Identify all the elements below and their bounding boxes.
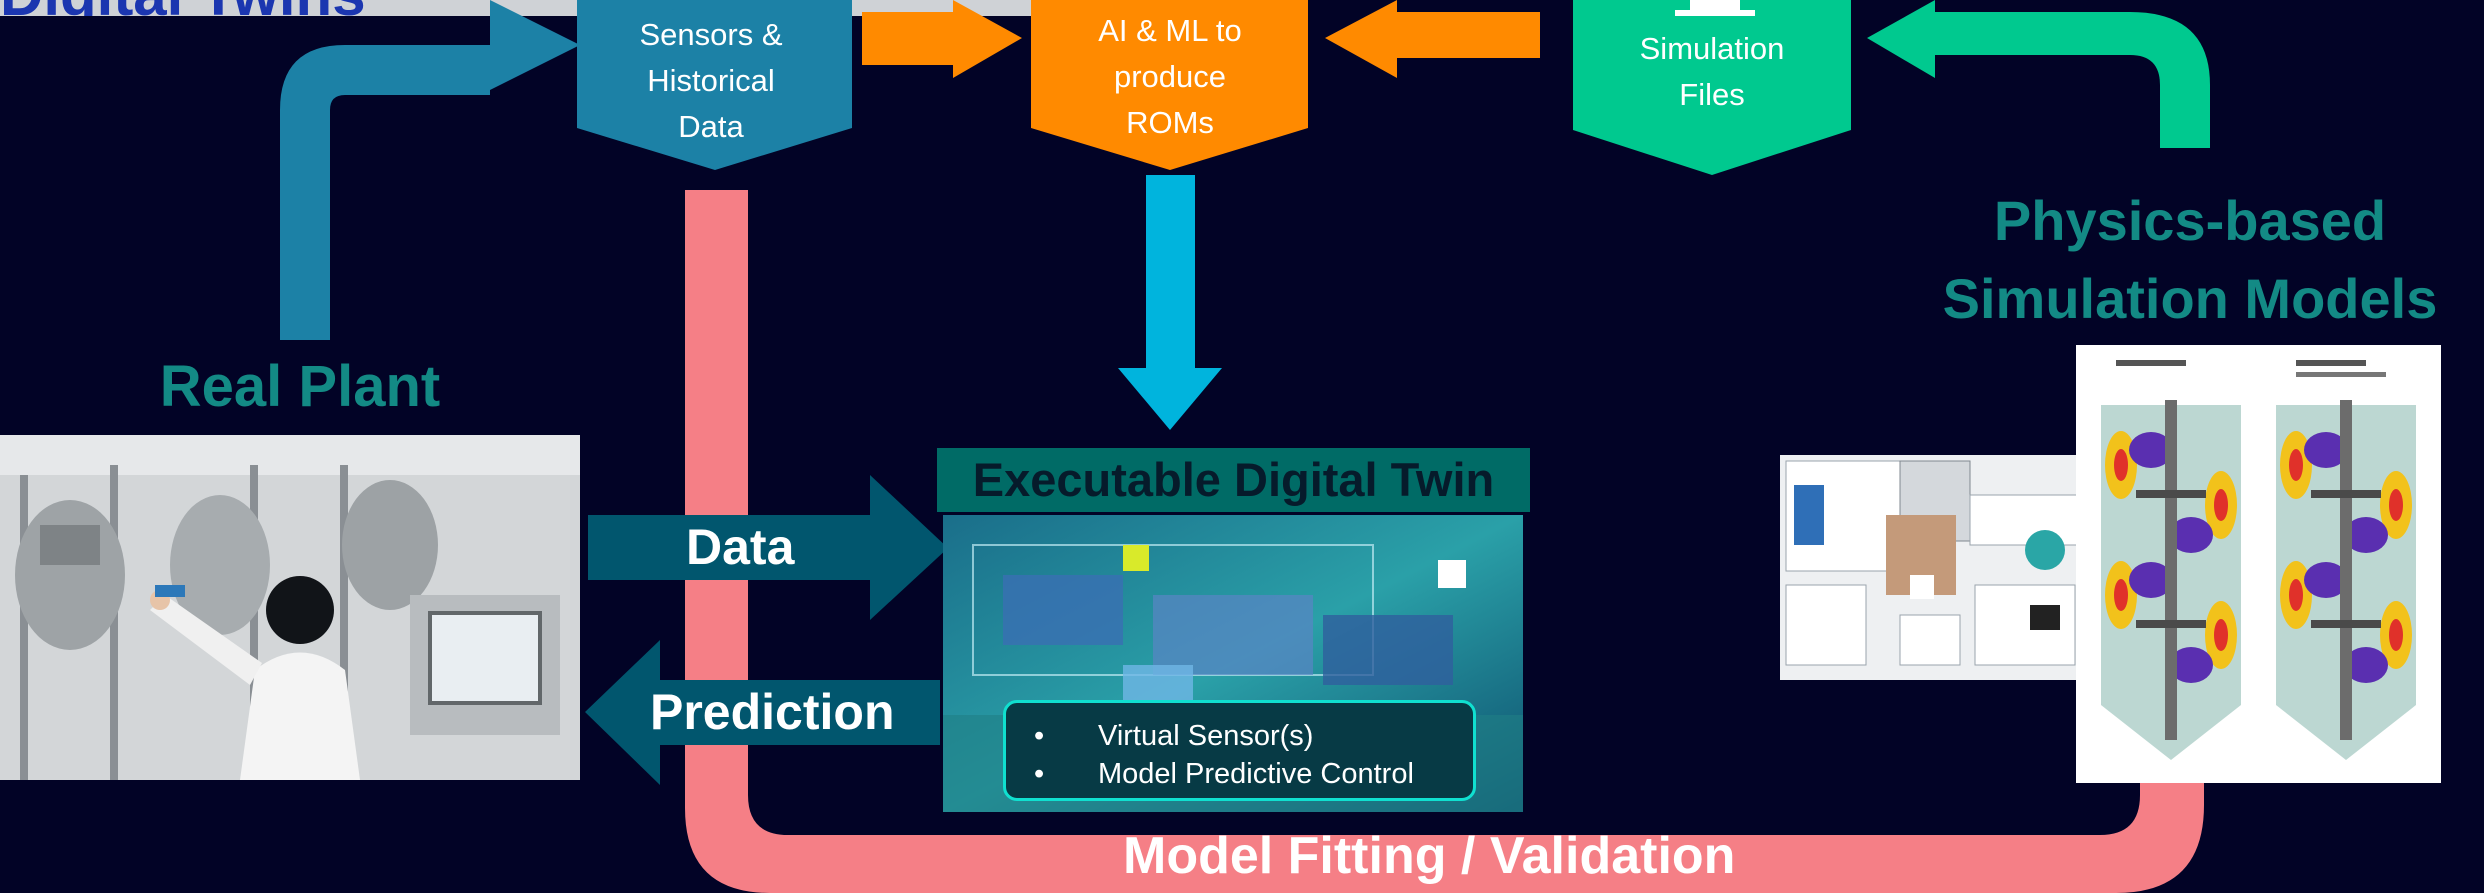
ai-node [1031,0,1308,170]
slide-title: Digital Twins [0,0,366,16]
digital-twin-title: Executable Digital Twin [937,448,1530,512]
simulation-software-image [1780,455,2090,680]
physics-heading-line-2: Simulation Models [1942,267,2438,330]
sim-to-ai-arrow [1325,0,1540,78]
sensors-label: Sensors & Historical Data [600,12,822,150]
twin-capability-item: •Virtual Sensor(s) [1034,720,1314,752]
physics-to-sim-arrow [1867,0,2210,148]
sim-files-node [1573,0,1851,175]
sensors-label-line-3: Data [678,109,744,144]
twin-capability-text: Model Predictive Control [1098,758,1414,790]
ai-label-line-1: AI & ML to [1098,13,1242,48]
real-plant-heading: Real Plant [159,354,441,419]
sensors-label-line-2: Historical [647,63,775,98]
real-plant-photo [0,435,580,780]
ai-label-line-3: ROMs [1126,105,1214,140]
sim-files-label: Simulation Files [1590,26,1834,118]
ai-label: AI & ML to produce ROMs [1050,8,1290,146]
cfd-simulation-image [2076,345,2441,783]
plant-to-sensors-arrow [280,0,580,340]
twin-capability-item: •Model Predictive Control [1034,758,1414,790]
sim-files-label-line-1: Simulation [1639,31,1785,66]
sensors-to-ai-arrow [862,0,1022,78]
twin-capability-text: Virtual Sensor(s) [1098,720,1314,752]
data-label: Data [686,519,795,575]
sim-files-label-line-2: Files [1679,77,1745,112]
sensors-label-line-1: Sensors & [639,17,783,52]
prediction-label: Prediction [650,684,895,740]
physics-heading: Physics-based Simulation Models [1900,182,2480,338]
sensors-node [577,0,852,170]
rom-to-twin-arrow [1118,175,1222,430]
prediction-arrow [585,640,940,785]
fitting-label: Model Fitting / Validation [1123,827,1736,885]
physics-heading-line-1: Physics-based [1993,189,2387,252]
ai-label-line-2: produce [1113,59,1227,94]
data-arrow [588,475,948,620]
twin-capabilities-box: •Virtual Sensor(s) •Model Predictive Con… [1003,700,1476,801]
